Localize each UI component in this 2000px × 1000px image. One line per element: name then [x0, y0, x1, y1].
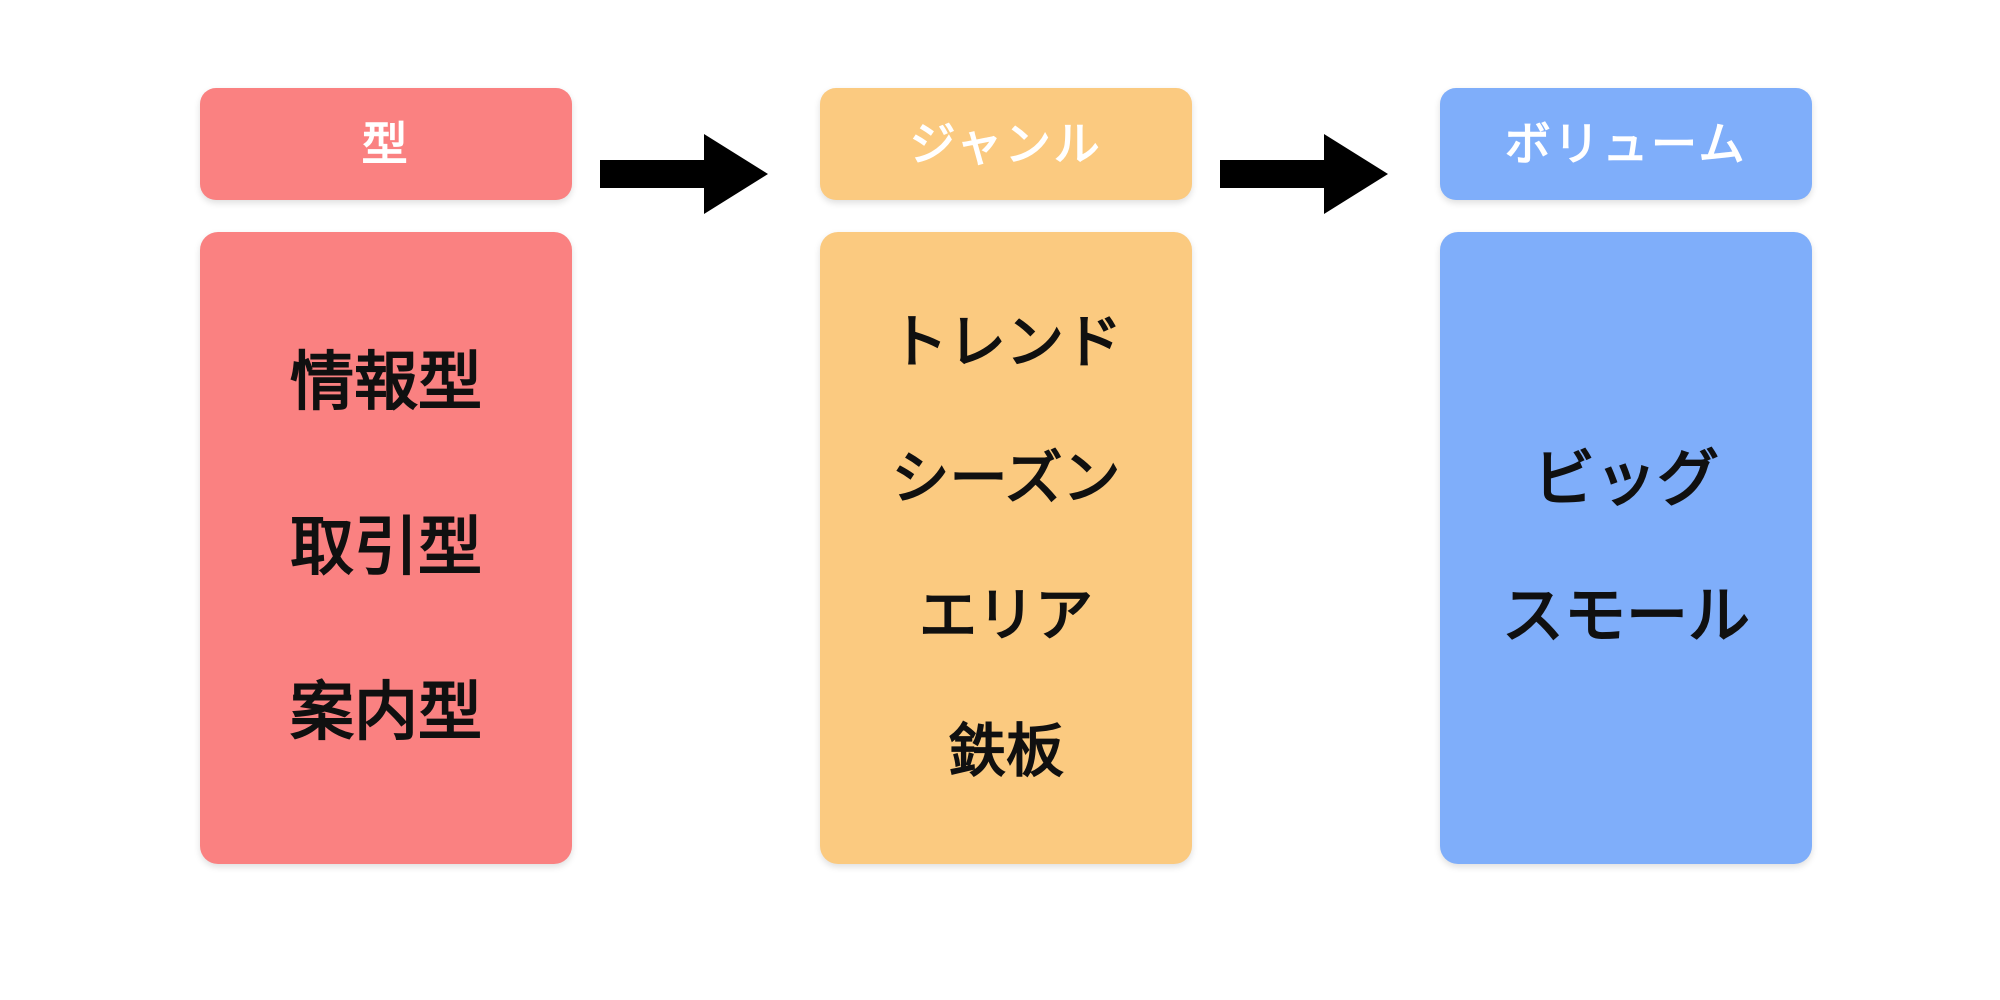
list-item[interactable]: 情報型: [290, 346, 482, 419]
list-item[interactable]: 取引型: [290, 511, 482, 584]
flow-arrow-right-icon: [600, 132, 768, 216]
list-item[interactable]: トレンド: [889, 310, 1122, 376]
column-body-genre: トレンド シーズン エリア 鉄板: [820, 232, 1192, 864]
column-header-label: ボリューム: [1504, 118, 1748, 170]
column-header-type[interactable]: 型: [200, 88, 572, 200]
list-item[interactable]: シーズン: [891, 446, 1121, 512]
flow-column-type: 型 情報型 取引型 案内型: [200, 88, 572, 864]
column-header-label: ジャンル: [909, 118, 1103, 170]
column-header-label: 型: [361, 118, 411, 170]
column-body-type: 情報型 取引型 案内型: [200, 232, 572, 864]
flow-column-genre: ジャンル トレンド シーズン エリア 鉄板: [820, 88, 1192, 864]
column-body-volume: ビッグ スモール: [1440, 232, 1812, 864]
column-header-genre[interactable]: ジャンル: [820, 88, 1192, 200]
list-item[interactable]: 鉄板: [947, 718, 1064, 784]
list-item[interactable]: スモール: [1501, 582, 1750, 651]
list-item[interactable]: ビッグ: [1532, 444, 1719, 514]
flow-arrow-right-icon: [1220, 132, 1388, 216]
flow-column-volume: ボリューム ビッグ スモール: [1440, 88, 1812, 864]
list-item[interactable]: エリア: [918, 582, 1093, 648]
list-item[interactable]: 案内型: [290, 676, 482, 749]
column-header-volume[interactable]: ボリューム: [1440, 88, 1812, 200]
